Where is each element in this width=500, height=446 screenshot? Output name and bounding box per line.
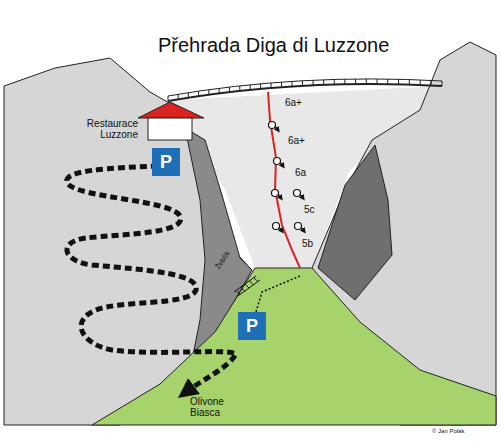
route-grade: 5c	[304, 204, 315, 215]
railing-posts	[168, 79, 442, 101]
place-label: Restaurace Luzzone	[64, 118, 138, 140]
copyright-note: © Jan Polák	[432, 428, 464, 435]
dam-crest	[168, 84, 442, 101]
diagram-title: Přehrada Diga di Luzzone	[158, 34, 389, 56]
route-grade: 5b	[302, 238, 313, 249]
route-grade: 6a	[295, 167, 306, 178]
route-grade: 6a+	[285, 97, 302, 108]
footpath	[256, 276, 300, 312]
route-grade: 6a+	[288, 135, 305, 146]
parking-sign: P	[152, 148, 180, 176]
ladder-symbol	[234, 276, 260, 296]
parking-letter: P	[246, 316, 258, 337]
climbing-route	[268, 92, 300, 268]
ladder-rungs	[236, 278, 258, 295]
parking-sign: P	[238, 312, 266, 340]
right-pillar	[318, 145, 392, 300]
parking-letter: P	[160, 152, 172, 173]
meadow	[92, 268, 496, 425]
access-road	[67, 166, 236, 392]
restaurant-house	[148, 118, 192, 140]
dam-railing	[168, 79, 442, 96]
direction-label: Olivone Biasca	[190, 396, 242, 418]
restaurant-roof	[138, 102, 204, 118]
